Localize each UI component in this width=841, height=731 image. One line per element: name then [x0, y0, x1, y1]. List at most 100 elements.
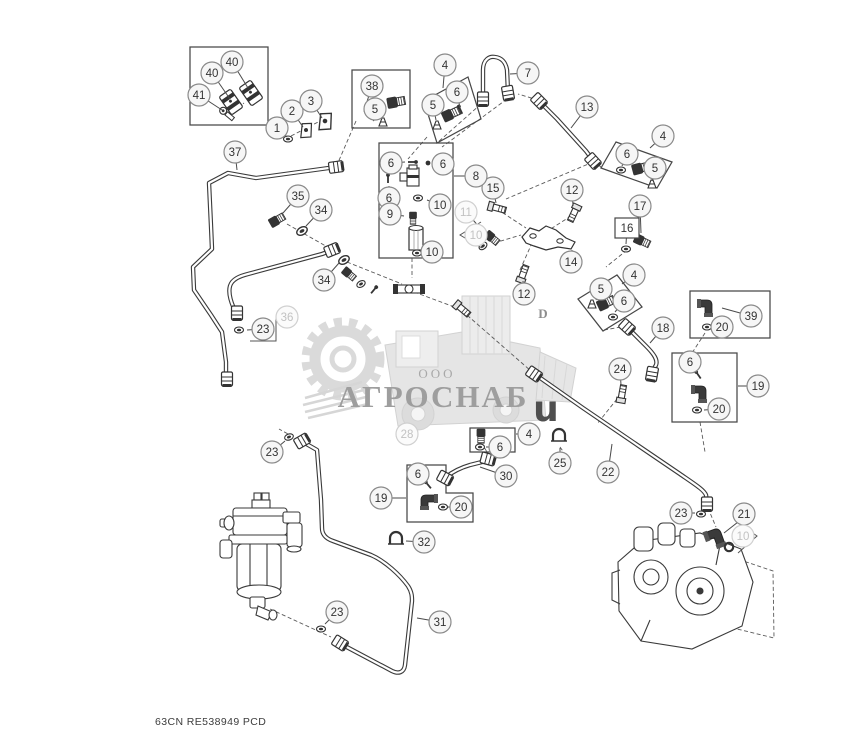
part-cone — [378, 117, 388, 127]
callout-number: 4 — [660, 131, 667, 143]
callout-20[interactable]: 20 — [710, 315, 734, 339]
callout-5[interactable]: 5 — [421, 93, 445, 117]
callout-22[interactable]: 22 — [596, 460, 620, 484]
tube-nut — [530, 92, 548, 110]
callout-23[interactable]: 23 — [251, 317, 275, 341]
callout-34[interactable]: 34 — [309, 198, 333, 222]
callout-4[interactable]: 4 — [433, 53, 457, 77]
fuel-tubes — [190, 54, 714, 675]
callout-31[interactable]: 31 — [428, 610, 452, 634]
callout-6[interactable]: 6 — [615, 142, 639, 166]
callout-38[interactable]: 38 — [360, 74, 384, 98]
callout-number: 6 — [388, 158, 394, 170]
callout-20[interactable]: 20 — [449, 495, 473, 519]
part-washer — [701, 323, 713, 331]
callout-25[interactable]: 25 — [548, 451, 572, 475]
callout-number: 23 — [266, 447, 279, 459]
callout-number: 17 — [634, 201, 647, 213]
callout-number: 10 — [737, 531, 750, 543]
callout-40[interactable]: 40 — [200, 61, 224, 85]
part-clamp — [388, 530, 404, 545]
part-plug — [386, 95, 407, 109]
callout-4[interactable]: 4 — [651, 124, 675, 148]
part-washer — [615, 166, 627, 174]
callout-2[interactable]: 2 — [280, 99, 304, 123]
callout-39[interactable]: 39 — [739, 304, 763, 328]
part-clamp — [551, 427, 567, 442]
callout-12[interactable]: 12 — [560, 178, 584, 202]
callout-6[interactable]: 6 — [488, 435, 512, 459]
callout-13[interactable]: 13 — [575, 95, 599, 119]
part-washer — [284, 433, 294, 441]
callout-19[interactable]: 19 — [746, 374, 770, 398]
watermark-ooo-text: ООО — [418, 366, 455, 381]
callout-5[interactable]: 5 — [589, 277, 613, 301]
callout-11[interactable]: 11 — [454, 200, 478, 224]
callout-21[interactable]: 21 — [732, 502, 756, 526]
callout-8[interactable]: 8 — [464, 164, 488, 188]
callout-number: 6 — [497, 442, 503, 454]
callout-number: 21 — [738, 509, 751, 521]
callout-number: 25 — [554, 458, 567, 470]
callout-10[interactable]: 10 — [428, 193, 452, 217]
callout-20[interactable]: 20 — [707, 397, 731, 421]
kit-box — [671, 352, 738, 423]
callout-14[interactable]: 14 — [559, 250, 583, 274]
callout-15[interactable]: 15 — [481, 176, 505, 200]
callout-35[interactable]: 35 — [286, 184, 310, 208]
callout-24[interactable]: 24 — [608, 357, 632, 381]
callout-19[interactable]: 19 — [369, 486, 393, 510]
dashed-assembly-line — [505, 161, 594, 200]
callout-36[interactable]: 36 — [275, 305, 299, 329]
callout-7[interactable]: 7 — [516, 61, 540, 85]
callout-32[interactable]: 32 — [412, 530, 436, 554]
callout-5[interactable]: 5 — [363, 97, 387, 121]
callout-12[interactable]: 12 — [512, 282, 536, 306]
callout-6[interactable]: 6 — [612, 289, 636, 313]
callout-3[interactable]: 3 — [299, 89, 323, 113]
callout-number: 6 — [415, 469, 421, 481]
callout-9[interactable]: 9 — [378, 202, 402, 226]
part-bracket — [521, 225, 576, 251]
part-clip — [219, 89, 243, 115]
fuel-tube — [436, 451, 497, 487]
kit-box — [689, 290, 771, 339]
callout-6[interactable]: 6 — [445, 80, 469, 104]
callout-17[interactable]: 17 — [628, 194, 652, 218]
tube-nut — [525, 365, 544, 383]
callout-10[interactable]: 10 — [464, 223, 488, 247]
callout-41[interactable]: 41 — [187, 83, 211, 107]
callout-18[interactable]: 18 — [651, 316, 675, 340]
callout-5[interactable]: 5 — [643, 156, 667, 180]
callout-10[interactable]: 10 — [731, 524, 755, 548]
part-plug — [409, 211, 417, 225]
callout-6[interactable]: 6 — [678, 350, 702, 374]
part-pin — [370, 285, 379, 294]
callout-23[interactable]: 23 — [325, 600, 349, 624]
tube-nut — [323, 242, 342, 258]
callout-30[interactable]: 30 — [494, 464, 518, 488]
callout-number: 12 — [518, 289, 531, 301]
callout-6[interactable]: 6 — [406, 462, 430, 486]
callout-37[interactable]: 37 — [223, 140, 247, 164]
tube-nut — [645, 365, 659, 383]
callout-number: 35 — [292, 191, 305, 203]
callout-6[interactable]: 6 — [379, 151, 403, 175]
callout-23[interactable]: 23 — [260, 440, 284, 464]
callout-23[interactable]: 23 — [669, 501, 693, 525]
callout-4[interactable]: 4 — [622, 263, 646, 287]
callout-number: 34 — [315, 205, 328, 217]
dashed-assembly-line — [290, 119, 323, 137]
callout-40[interactable]: 40 — [220, 50, 244, 74]
fuel-tube — [476, 54, 515, 107]
dashed-assembly-line — [407, 136, 428, 160]
callout-number: 9 — [387, 209, 393, 221]
callout-34[interactable]: 34 — [312, 268, 336, 292]
callout-10[interactable]: 10 — [420, 240, 444, 264]
callout-16[interactable]: 16 — [614, 217, 640, 239]
callout-28[interactable]: 28 — [395, 422, 419, 446]
callout-4[interactable]: 4 — [517, 422, 541, 446]
callout-6[interactable]: 6 — [431, 152, 455, 176]
callout-number: 13 — [581, 102, 594, 114]
callout-1[interactable]: 1 — [265, 116, 289, 140]
